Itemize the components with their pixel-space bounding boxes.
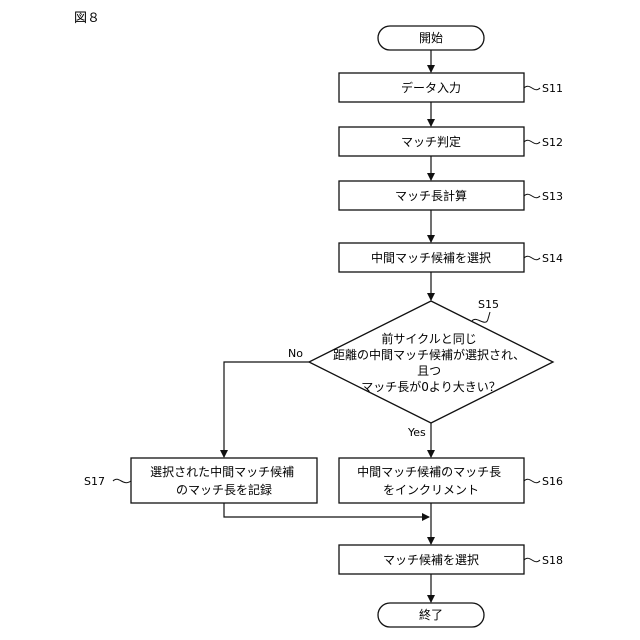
s13-text: マッチ長計算 bbox=[395, 188, 467, 203]
arrow-no-branch bbox=[224, 362, 309, 457]
s18-leader bbox=[524, 558, 540, 561]
s17-label: S17 bbox=[84, 475, 105, 488]
yes-label: Yes bbox=[407, 426, 426, 439]
s11-label: S11 bbox=[542, 82, 563, 95]
s16-label: S16 bbox=[542, 475, 563, 488]
s18-label: S18 bbox=[542, 554, 563, 567]
s17-leader bbox=[113, 479, 131, 482]
s14-label: S14 bbox=[542, 252, 563, 265]
s14-leader bbox=[524, 256, 540, 259]
s18-text: マッチ候補を選択 bbox=[383, 553, 479, 567]
figure-label: 図８ bbox=[74, 11, 100, 26]
s13-label: S13 bbox=[542, 190, 563, 203]
s13-leader bbox=[524, 194, 540, 197]
s12-leader bbox=[524, 140, 540, 143]
arrow-s17-merge bbox=[224, 503, 429, 517]
s15-leader bbox=[472, 312, 490, 322]
s11-text: データ入力 bbox=[401, 80, 461, 95]
s14-text: 中間マッチ候補を選択 bbox=[371, 250, 491, 265]
s16-leader bbox=[524, 479, 540, 482]
s12-text: マッチ判定 bbox=[401, 134, 461, 149]
s11-leader bbox=[524, 86, 540, 89]
s12-label: S12 bbox=[542, 136, 563, 149]
end-text: 終了 bbox=[419, 607, 443, 622]
no-label: No bbox=[288, 347, 303, 360]
s15-label: S15 bbox=[478, 298, 499, 311]
decision-diamond-s15 bbox=[309, 301, 553, 423]
start-text: 開始 bbox=[419, 31, 443, 45]
